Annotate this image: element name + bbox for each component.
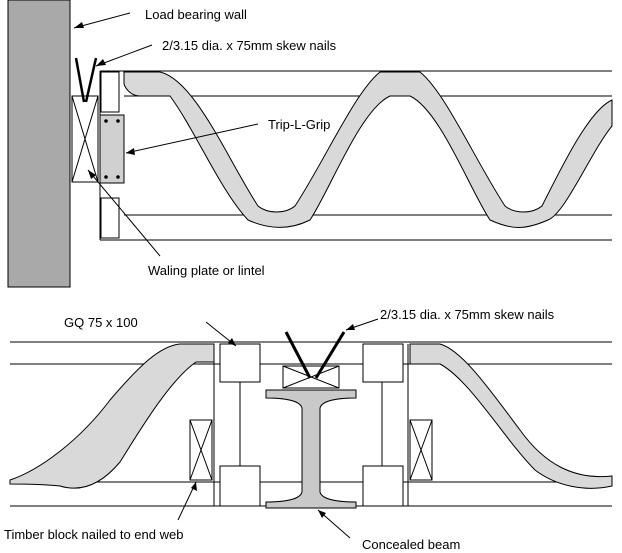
gq-block <box>219 343 261 383</box>
concealed-i-beam <box>265 389 357 509</box>
skew-nail <box>74 57 86 103</box>
skew-nail <box>284 331 312 379</box>
wall-label: Load bearing wall <box>145 7 247 22</box>
top-end-block <box>100 71 120 113</box>
timber-leader-arrow <box>191 482 197 491</box>
grip-nail-dot <box>104 175 108 179</box>
bottom-detail: GQ 75 x 100 2/3.15 dia. x 75mm skew nail… <box>4 307 613 552</box>
skew-nail <box>84 57 98 103</box>
timber-cross <box>189 419 213 481</box>
gq-block <box>362 465 404 507</box>
gq-block <box>362 343 404 383</box>
web-member <box>123 71 613 228</box>
load-bearing-wall <box>7 0 71 288</box>
beam-leader-arrow <box>318 510 326 518</box>
grip-nail-dot <box>104 119 108 123</box>
skew-nail <box>314 331 346 379</box>
grip-nail-dot <box>116 175 120 179</box>
top-nails-label: 2/3.15 dia. x 75mm skew nails <box>162 38 337 53</box>
top-detail: Load bearing wall 2/3.15 dia. x 75mm ske… <box>7 0 613 288</box>
trip-l-grip <box>99 114 125 184</box>
plate-leader <box>87 169 161 257</box>
gq-leader-arrow <box>228 338 236 346</box>
grip-label: Trip-L-Grip <box>268 117 330 132</box>
plate-leader-arrow <box>88 170 96 179</box>
wall-leader <box>73 12 131 29</box>
bottom-nails-label: 2/3.15 dia. x 75mm skew nails <box>380 307 555 322</box>
timber-label: Timber block nailed to end web <box>4 527 183 542</box>
gq-block <box>219 465 261 507</box>
nails-leader-arrow <box>96 59 106 66</box>
waling-plate-cross-b <box>71 95 99 183</box>
beam-label: Concealed beam <box>362 537 460 552</box>
bottom-nails-leader-arrow <box>346 324 355 330</box>
timber-cross <box>409 419 433 481</box>
bottom-end-block <box>100 197 120 239</box>
wall-leader-arrow <box>74 22 84 28</box>
gq-label: GQ 75 x 100 <box>64 315 138 330</box>
plate-label: Waling plate or lintel <box>148 263 265 278</box>
left-web-member <box>9 343 215 489</box>
grip-leader-arrow <box>126 148 135 155</box>
grip-leader <box>125 123 259 154</box>
right-web-member <box>409 343 613 489</box>
grip-nail-dot <box>116 119 120 123</box>
nails-leader-top <box>95 44 153 67</box>
